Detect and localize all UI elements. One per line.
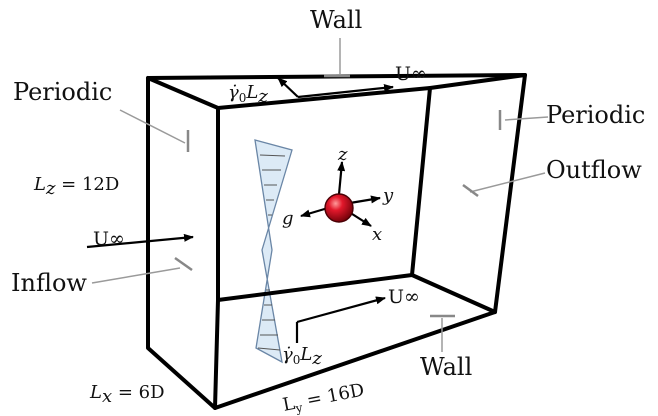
lz-dimension: Lz = 12D bbox=[33, 174, 119, 199]
inflow-arrow bbox=[86, 233, 194, 249]
u-inf-inflow-label: U∞ bbox=[93, 228, 125, 250]
periodic-left-label: Periodic bbox=[13, 78, 112, 106]
ly-dimension: Ly = 16D bbox=[281, 380, 366, 416]
u-inf-top-label: U∞ bbox=[395, 63, 427, 85]
y-axis-label: y bbox=[382, 185, 394, 206]
bottom-uinf-arrow bbox=[296, 296, 386, 324]
shear-rate-bottom-label: γ̇0Lz bbox=[282, 344, 322, 369]
back-face bbox=[216, 86, 432, 302]
inflow-label: Inflow bbox=[11, 269, 87, 297]
z-axis-label: z bbox=[337, 144, 348, 165]
lx-dimension: Lx = 6D bbox=[89, 382, 165, 407]
shear-rate-top-label: γ̇0Lz bbox=[228, 82, 268, 107]
edge-top-right bbox=[428, 73, 527, 90]
shear-velocity-profile bbox=[254, 139, 293, 364]
inflow-leader bbox=[91, 267, 181, 284]
particle bbox=[324, 193, 354, 223]
g-axis-label: g bbox=[282, 208, 294, 229]
boundary-leaders bbox=[91, 38, 549, 352]
periodic-left-leader bbox=[119, 109, 186, 144]
x-axis-label: x bbox=[372, 224, 382, 245]
inflow-tick bbox=[174, 256, 193, 272]
front-face bbox=[146, 73, 527, 410]
domain-box bbox=[146, 73, 527, 410]
wall-top-label: Wall bbox=[310, 6, 362, 34]
outflow-leader bbox=[469, 172, 546, 193]
periodic-right-label: Periodic bbox=[546, 101, 645, 129]
flow-arrows bbox=[86, 77, 394, 343]
profile-arrows bbox=[257, 154, 286, 351]
top-uinf-arrow bbox=[297, 83, 394, 99]
profile-fill bbox=[254, 139, 293, 364]
text-labels: Wall Periodic Periodic Outflow Inflow Wa… bbox=[11, 6, 645, 416]
outflow-tick bbox=[462, 183, 479, 198]
edge-top-left bbox=[146, 76, 220, 110]
particle-sphere bbox=[324, 193, 354, 223]
edge-bottom-right bbox=[410, 273, 497, 314]
wall-bottom-label: Wall bbox=[420, 353, 472, 381]
u-inf-bottom-label: U∞ bbox=[388, 286, 420, 308]
outflow-label: Outflow bbox=[546, 156, 642, 184]
edge-bottom-left bbox=[213, 298, 220, 410]
top-shear-arrow bbox=[277, 77, 299, 98]
periodic-right-leader bbox=[504, 116, 549, 121]
